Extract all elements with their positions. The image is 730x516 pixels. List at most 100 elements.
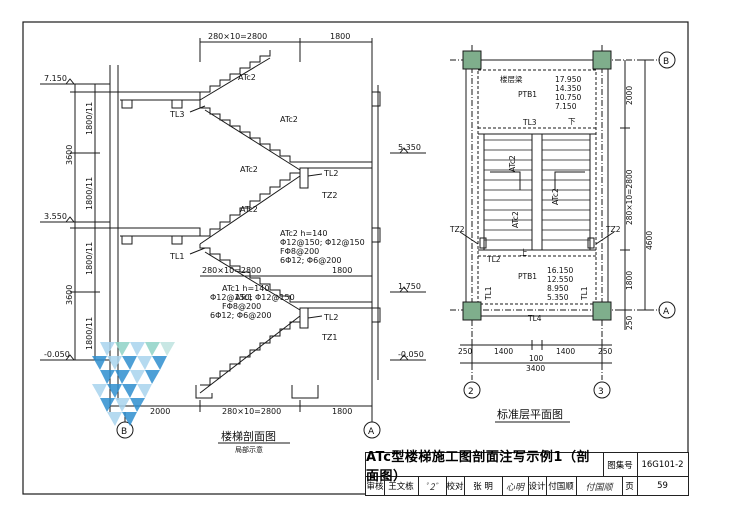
review-name: 王文栋 [384, 477, 419, 495]
plan-right-dim-1: 2000 [625, 86, 634, 105]
left-dim-1: 1800/11 [85, 102, 94, 135]
axis-3-bubble-plan [593, 381, 611, 399]
column-bl [462, 301, 482, 321]
annot-lower-4: 6Φ12; Φ6@200 [210, 311, 271, 320]
axis-a-label-section: A [368, 427, 375, 437]
flight-upper [199, 100, 300, 163]
column-tl [462, 50, 482, 70]
flight-top [200, 50, 271, 93]
ptb-upper-level-1: 17.950 [555, 75, 581, 84]
page-no: 59 [657, 481, 668, 491]
atlas-label: 图集号 [603, 453, 638, 477]
plan-tl3: TL3 [522, 118, 537, 127]
member-tl2-lower: TL2 [323, 313, 338, 322]
axis-b-bubble-plan [658, 51, 676, 69]
flight-label-3: ATc2 [240, 165, 258, 174]
annot-upper-1: ATc2 h=140 [280, 229, 327, 238]
drawing-title: ATc型楼梯施工图剖面注写示例1（剖面图） [366, 450, 604, 484]
left-dim-6: 1800/11 [85, 317, 94, 350]
plan-right-dim-5: 250 [625, 315, 634, 330]
plan-right-dim-3: 4600 [645, 231, 654, 250]
top-dim-2: 1800 [330, 32, 350, 41]
elev-3550: 3.550 [44, 212, 67, 221]
left-dim-4: 1800/11 [85, 242, 94, 275]
plan-bottom-dim-1: 250 [458, 347, 473, 356]
ptb-upper-level-4: 7.150 [555, 102, 577, 111]
plan-up: 上 [520, 248, 528, 257]
check-label: 校对 [446, 477, 465, 495]
flight-mid [200, 168, 301, 237]
member-tz2: TZ2 [321, 191, 337, 200]
title-block: ATc型楼梯施工图剖面注写示例1（剖面图） 图集号 16G101-2 审核 王文… [365, 450, 689, 496]
member-tz1: TZ1 [321, 333, 337, 342]
sheet-border [22, 21, 689, 495]
member-tl1: TL1 [169, 252, 184, 261]
review-signature: ﾟ2ﾞ [418, 477, 447, 495]
axis-b-label-section: B [121, 427, 127, 437]
mid-dim-1: 280×10=2800 [202, 266, 261, 275]
annot-upper-3: FΦ8@200 [280, 247, 319, 256]
plan-tz2-right: TZ2 [605, 225, 621, 234]
section-drawing [40, 38, 426, 439]
annot-upper-4: 6Φ12; Φ6@200 [280, 256, 341, 265]
mid-dim-2: 1800 [332, 266, 352, 275]
ptb-upper-level-2: 14.350 [555, 84, 581, 93]
bottom-dim-3: 1800 [332, 407, 352, 416]
axis-2-label-plan: 2 [468, 387, 474, 397]
design-name: 付国顺 [546, 477, 577, 495]
plan-drawing-2 [459, 50, 676, 399]
plan-atc2-3: ATc2 [551, 188, 560, 205]
axis-3-label-plan: 3 [598, 387, 604, 397]
left-dim-2: 3600 [65, 145, 74, 165]
elev-0050-right: -0.050 [398, 350, 424, 359]
ptb-lower-level-4: 5.350 [547, 293, 569, 302]
plan-atc2-2: ATc2 [511, 211, 520, 228]
ptb-upper-level-3: 10.750 [555, 93, 581, 102]
member-tl2-upper: TL2 [323, 169, 338, 178]
axis-2-bubble-plan [463, 381, 481, 399]
design-signature: 付国顺 [576, 477, 623, 495]
check-name: 张 明 [464, 477, 503, 495]
elev-7150: 7.150 [44, 74, 67, 83]
section-title: 楼梯剖面图 [221, 429, 276, 443]
flight-lower [199, 244, 300, 303]
check-signature: 心明 [502, 477, 529, 495]
left-dim-5: 3600 [65, 285, 74, 305]
plan-right-dim-4: 1800 [625, 271, 634, 290]
flight-label-4: ATc2 [240, 205, 258, 214]
flight-label-5: ATc1 [235, 293, 253, 302]
ptb-lower-level-2: 12.550 [547, 275, 573, 284]
annot-lower-3: FΦ8@200 [222, 302, 261, 311]
elev-0050-left: -0.050 [44, 350, 70, 359]
bottom-dim-2: 280×10=2800 [222, 407, 281, 416]
ptb-lower: PTB1 [518, 272, 537, 281]
plan-total-dim: 3400 [526, 364, 545, 373]
flight-bottom [200, 308, 301, 386]
bottom-dim-1: 2000 [150, 407, 170, 416]
page-label: 页 [622, 477, 638, 495]
plan-tl1-left: TL1 [484, 286, 493, 301]
plan-title: 标准层平面图 [497, 407, 563, 421]
plan-right-dim-2: 280×10=2800 [625, 169, 634, 225]
section-text: 280×10=2800 1800 7.150 5.350 3.550 1.750… [44, 32, 424, 454]
plan-tl4: TL4 [527, 314, 542, 323]
plan-bottom-dim-3: 100 [529, 354, 544, 363]
left-dim-3: 1800/11 [85, 177, 94, 210]
member-tl3: TL3 [169, 110, 184, 119]
column-br [592, 301, 612, 321]
plan-bottom-dim-2: 1400 [494, 347, 513, 356]
ptb-lower-level-3: 8.950 [547, 284, 569, 293]
elev-5350: 5.350 [398, 143, 421, 152]
watermark-logo [92, 342, 175, 426]
annot-lower-1: ATc1 h=140 [222, 284, 269, 293]
plan-bottom-dim-4: 1400 [556, 347, 575, 356]
plan-treads [484, 139, 590, 241]
flight-label-2: ATc2 [280, 115, 298, 124]
ptb-lower-level-1: 16.150 [547, 266, 573, 275]
annot-upper-2: Φ12@150; Φ12@150 [280, 238, 365, 247]
plan-text: 楼层梁 PTB1 17.950 14.350 10.750 7.150 TL3 … [449, 57, 670, 421]
top-dim-1: 280×10=2800 [208, 32, 267, 41]
ptb-upper: PTB1 [518, 90, 537, 99]
axis-a-label-plan: A [663, 307, 670, 317]
